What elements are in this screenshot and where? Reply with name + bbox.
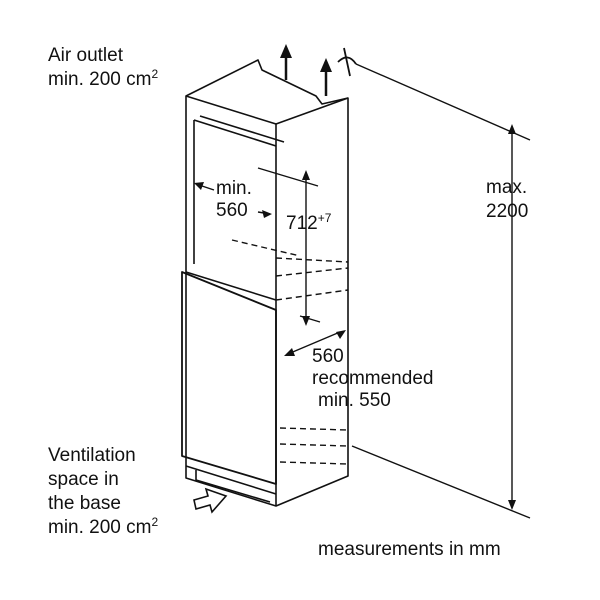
depth-line1: 560 [312, 346, 344, 367]
ventilation-line2: space in [48, 469, 119, 490]
dimension-2200-arrowhead-bottom [508, 500, 516, 510]
ventilation-line3: the base [48, 493, 121, 514]
max-height-label: max. 2200 [486, 176, 528, 224]
niche-width-line2: 560 [216, 200, 248, 221]
ventilation-line1: Ventilation [48, 445, 136, 466]
air-outlet-line1: Air outlet [48, 45, 123, 66]
niche-width-line1: min. [216, 178, 252, 199]
ventilation-label: Ventilation space in the base min. 200 c… [48, 444, 158, 540]
niche-width-label: min. 560 [216, 178, 252, 222]
width-arrowhead-left [194, 182, 204, 190]
depth-arrowhead-right [336, 330, 346, 339]
depth-line2: recommended [312, 368, 434, 389]
hidden-line-5 [279, 443, 349, 447]
depth-line3: min. 550 [318, 390, 391, 411]
appliance-door [181, 271, 277, 485]
plinth-front [185, 465, 277, 495]
hidden-line-2 [275, 267, 349, 277]
no-gap-symbol-icon [337, 47, 357, 77]
depth-arrowhead-left [284, 348, 295, 356]
hidden-line-7 [231, 239, 301, 257]
hidden-line-1 [275, 257, 349, 263]
measurements-note: measurements in mm [318, 539, 501, 560]
extension-line-2200-bottom [351, 445, 531, 519]
width-arrowhead-right [262, 210, 272, 218]
dimension-2200-arrowhead-top [508, 124, 516, 134]
air-outlet-label: Air outlet min. 200 cm2 [48, 44, 158, 92]
max-height-line2: 2200 [486, 201, 529, 222]
inner-shelf-back [199, 115, 285, 143]
plinth-recess [195, 470, 271, 503]
cabinet-top-front-edge [185, 95, 277, 125]
cabinet-top-side-edge [275, 97, 349, 125]
arrow-up-icon [320, 58, 332, 96]
niche-height-label: 712+7 [286, 211, 332, 234]
max-height-line1: max. [486, 177, 528, 198]
hidden-line-6 [279, 461, 349, 465]
cabinet-outline [185, 59, 349, 507]
hidden-line-3 [275, 289, 349, 301]
ventilation-line4: min. 200 cm2 [48, 515, 159, 538]
niche-bottom-left [185, 271, 277, 301]
extension-line-top [257, 167, 319, 187]
inner-shelf-front [193, 119, 277, 147]
dimension-line-depth [287, 331, 341, 355]
extension-line-2200-top [355, 63, 531, 141]
air-outlet-line2: min. 200 cm2 [48, 67, 159, 90]
dimension-arrowhead-top [302, 170, 310, 180]
arrow-up-icon [280, 44, 292, 80]
extension-line-bottom [299, 315, 321, 323]
depth-label: 560 recommended min. 550 [312, 346, 433, 412]
arrow-right-icon [193, 487, 228, 514]
hidden-line-4 [279, 427, 349, 431]
